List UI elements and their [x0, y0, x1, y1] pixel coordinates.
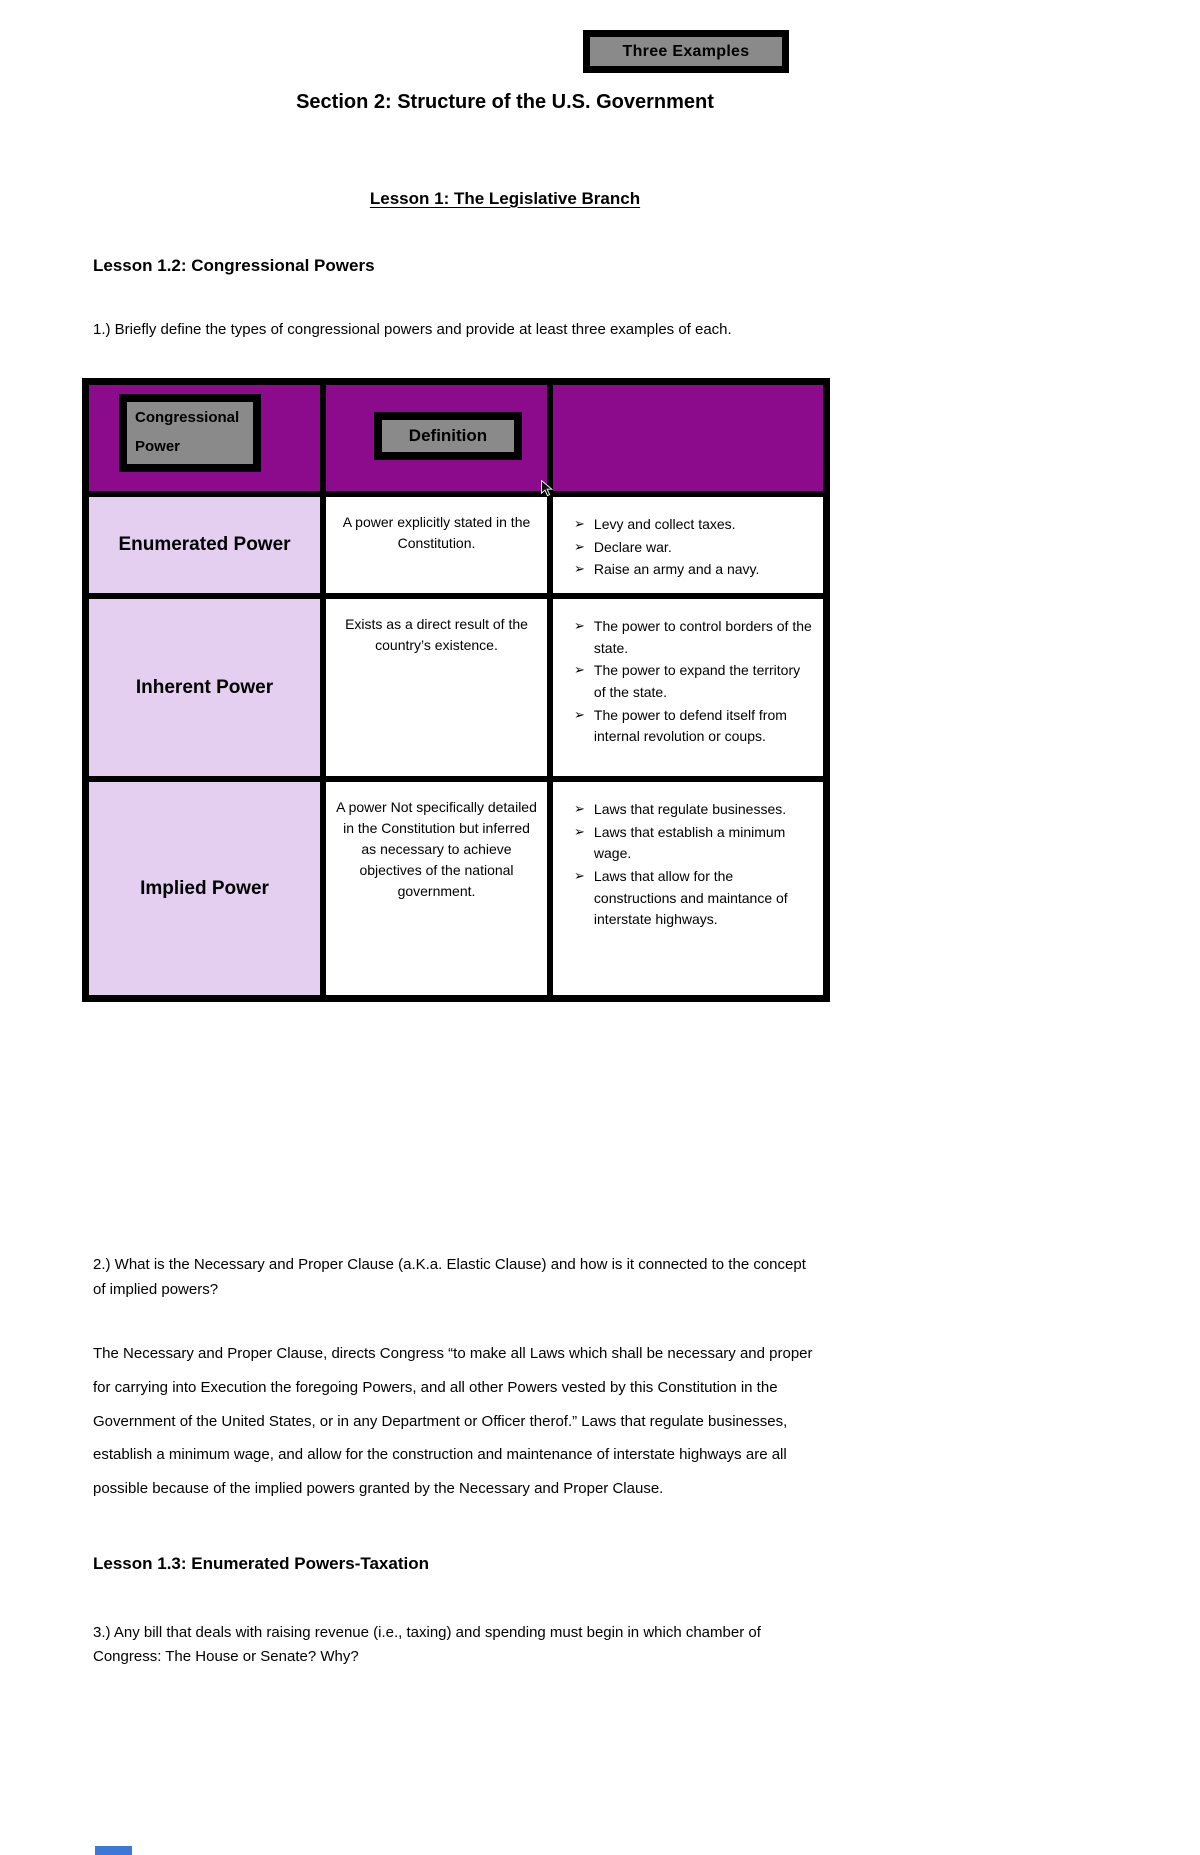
arrow-bullet-icon: ➢ [574, 516, 585, 531]
arrow-bullet-icon: ➢ [574, 868, 585, 884]
power-definition-cell: A power Not specifically detailed in the… [326, 782, 547, 995]
power-name-cell: Implied Power [89, 782, 320, 995]
example-text: Levy and collect taxes. [593, 516, 736, 532]
answer-2-paragraph: The Necessary and Proper Clause, directs… [93, 1337, 813, 1506]
example-text: The power to expand the territory of the… [593, 662, 801, 701]
example-text: Declare war. [593, 538, 672, 555]
power-name-cell: Inherent Power [89, 599, 320, 776]
text-line: 2.) What is the Necessary and Proper Cla… [93, 1256, 806, 1273]
text-line: Power [135, 438, 181, 456]
text-line: for carrying into Execution the foregoin… [93, 1378, 778, 1396]
definition-label-box: Definition [374, 412, 522, 460]
lesson-1-2-heading: Lesson 1.2: Congressional Powers [93, 256, 375, 275]
text-line: The Necessary and Proper Clause, directs… [93, 1345, 813, 1362]
text-line: 3.) Any bill that deals with raising rev… [93, 1624, 761, 1641]
example-item: ➢ Declare war. [574, 537, 815, 559]
text-line: Government of the United States, or in a… [93, 1412, 788, 1430]
example-item: ➢ Laws that allow for the constructions a… [574, 866, 815, 931]
next-page-blue-bar [95, 1846, 132, 1855]
text-line: Congressional [135, 409, 240, 426]
question-2: 2.) What is the Necessary and Proper Cla… [93, 1253, 806, 1303]
text-line: Congress: The House or Senate? Why? [93, 1648, 359, 1665]
power-definition-cell: Exists as a direct result of the country… [326, 599, 547, 776]
arrow-bullet-icon: ➢ [574, 662, 585, 678]
example-item: ➢ The power to defend itself from interna… [574, 705, 815, 748]
power-definition-cell: A power explicitly stated in the Constit… [326, 497, 547, 593]
lesson-1-heading: Lesson 1: The Legislative Branch [369, 189, 641, 208]
text-line: of implied powers? [93, 1280, 219, 1298]
definition-label: Definition [408, 426, 488, 445]
example-text: Laws that allow for the constructions an… [593, 868, 788, 928]
three-examples-label: Three Examples [622, 42, 750, 60]
arrow-bullet-icon: ➢ [574, 561, 585, 577]
arrow-bullet-icon: ➢ [574, 538, 585, 554]
text-line: establish a minimum wage, and allow for … [93, 1446, 787, 1464]
example-text: Raise an army and a navy. [593, 561, 760, 578]
question-1: 1.) Briefly define the types of congress… [93, 321, 732, 338]
power-examples-cell: ➢ Levy and collect taxes. ➢ Declare war. ➢ Ra… [553, 497, 823, 593]
example-text: The power to defend itself from internal… [593, 706, 787, 745]
power-name-cell: Enumerated Power [89, 497, 320, 593]
example-item: ➢ Laws that regulate businesses. [574, 799, 815, 821]
mouse-cursor-icon [541, 480, 554, 497]
arrow-bullet-icon: ➢ [574, 823, 585, 839]
example-item: ➢ Levy and collect taxes. [574, 514, 815, 536]
text-line: possible because of the implied powers g… [93, 1480, 664, 1497]
example-text: Laws that establish a minimum wage. [593, 823, 786, 862]
power-examples-cell: ➢ Laws that regulate businesses. ➢ Laws tha… [553, 782, 823, 995]
example-item: ➢ The power to expand the territory of th… [574, 660, 815, 703]
lesson-1-3-heading: Lesson 1.3: Enumerated Powers-Taxation [93, 1554, 429, 1573]
question-3: 3.) Any bill that deals with raising rev… [93, 1621, 761, 1669]
example-item: ➢ Laws that establish a minimum wage. [574, 822, 815, 865]
three-examples-label-box: Three Examples [583, 30, 789, 73]
example-item: ➢ Raise an army and a navy. [574, 559, 815, 581]
example-item: ➢ The power to control borders of the sta… [574, 616, 815, 659]
section-title: Section 2: Structure of the U.S. Governm… [296, 91, 714, 113]
power-examples-cell: ➢ The power to control borders of the sta… [553, 599, 823, 776]
example-text: The power to control borders of the stat… [593, 618, 812, 656]
arrow-bullet-icon: ➢ [574, 618, 585, 633]
example-text: Laws that regulate businesses. [593, 801, 787, 817]
arrow-bullet-icon: ➢ [574, 801, 585, 816]
arrow-bullet-icon: ➢ [574, 706, 585, 722]
header-cell-examples-empty [553, 385, 823, 491]
header-cell-definition: Definition [326, 385, 547, 491]
